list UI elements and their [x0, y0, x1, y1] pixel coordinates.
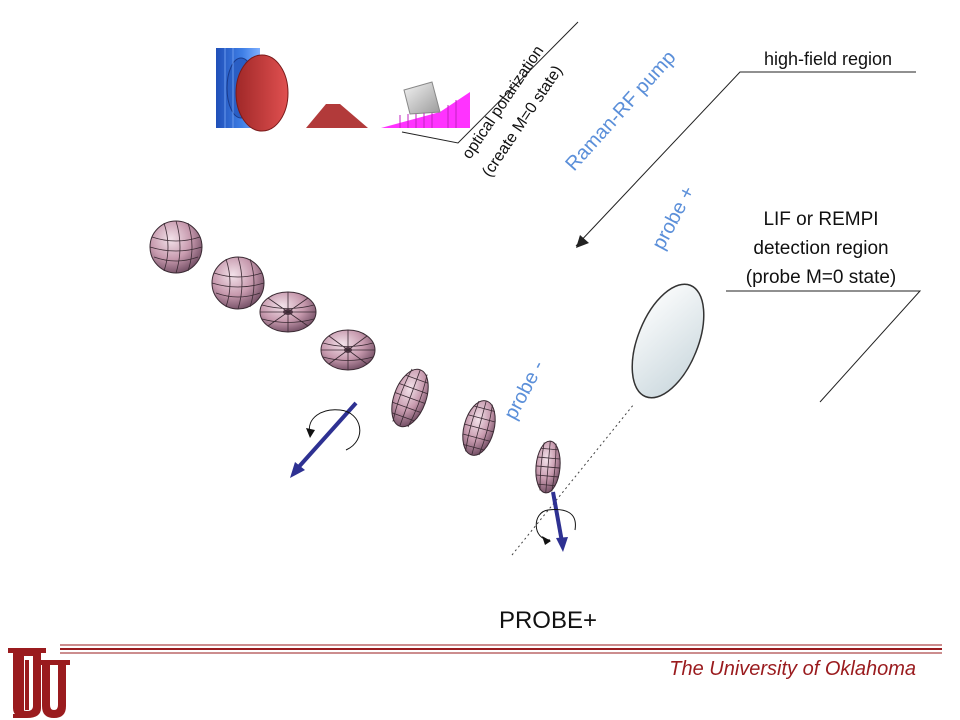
rotation-arrow-icon	[535, 509, 576, 545]
laser-optics-icon	[216, 48, 470, 132]
high-field-region-label: high-field region	[764, 49, 892, 69]
arrowhead	[576, 235, 589, 248]
raman-rf-pump-label: Raman-RF pump	[561, 47, 680, 176]
detection-region-label: detection region	[753, 238, 888, 259]
beam-path-dashed	[511, 403, 635, 556]
university-name: The University of Oklahoma	[669, 658, 916, 680]
high-field-leader-line	[575, 71, 916, 247]
ou-logo-icon: OU	[8, 648, 70, 718]
optical-leader-line	[401, 21, 579, 144]
probe-plus-vector	[551, 491, 568, 552]
molecule-distribution-icon	[149, 220, 561, 494]
lif-rempi-label: LIF or REMPI	[763, 209, 878, 230]
probe-plus-label: probe +	[648, 183, 700, 254]
laser-beam-ellipse-icon	[631, 283, 705, 399]
probe-plus-big-label: PROBE+	[499, 607, 597, 634]
probe-minus-vector	[290, 401, 358, 478]
rotation-arrow-icon	[306, 409, 361, 451]
lif-leader-line	[726, 290, 922, 403]
probe-m0-state-label: (probe M=0 state)	[746, 267, 897, 288]
probe-minus-label: probe -	[500, 357, 549, 423]
footer-rule	[60, 644, 942, 654]
